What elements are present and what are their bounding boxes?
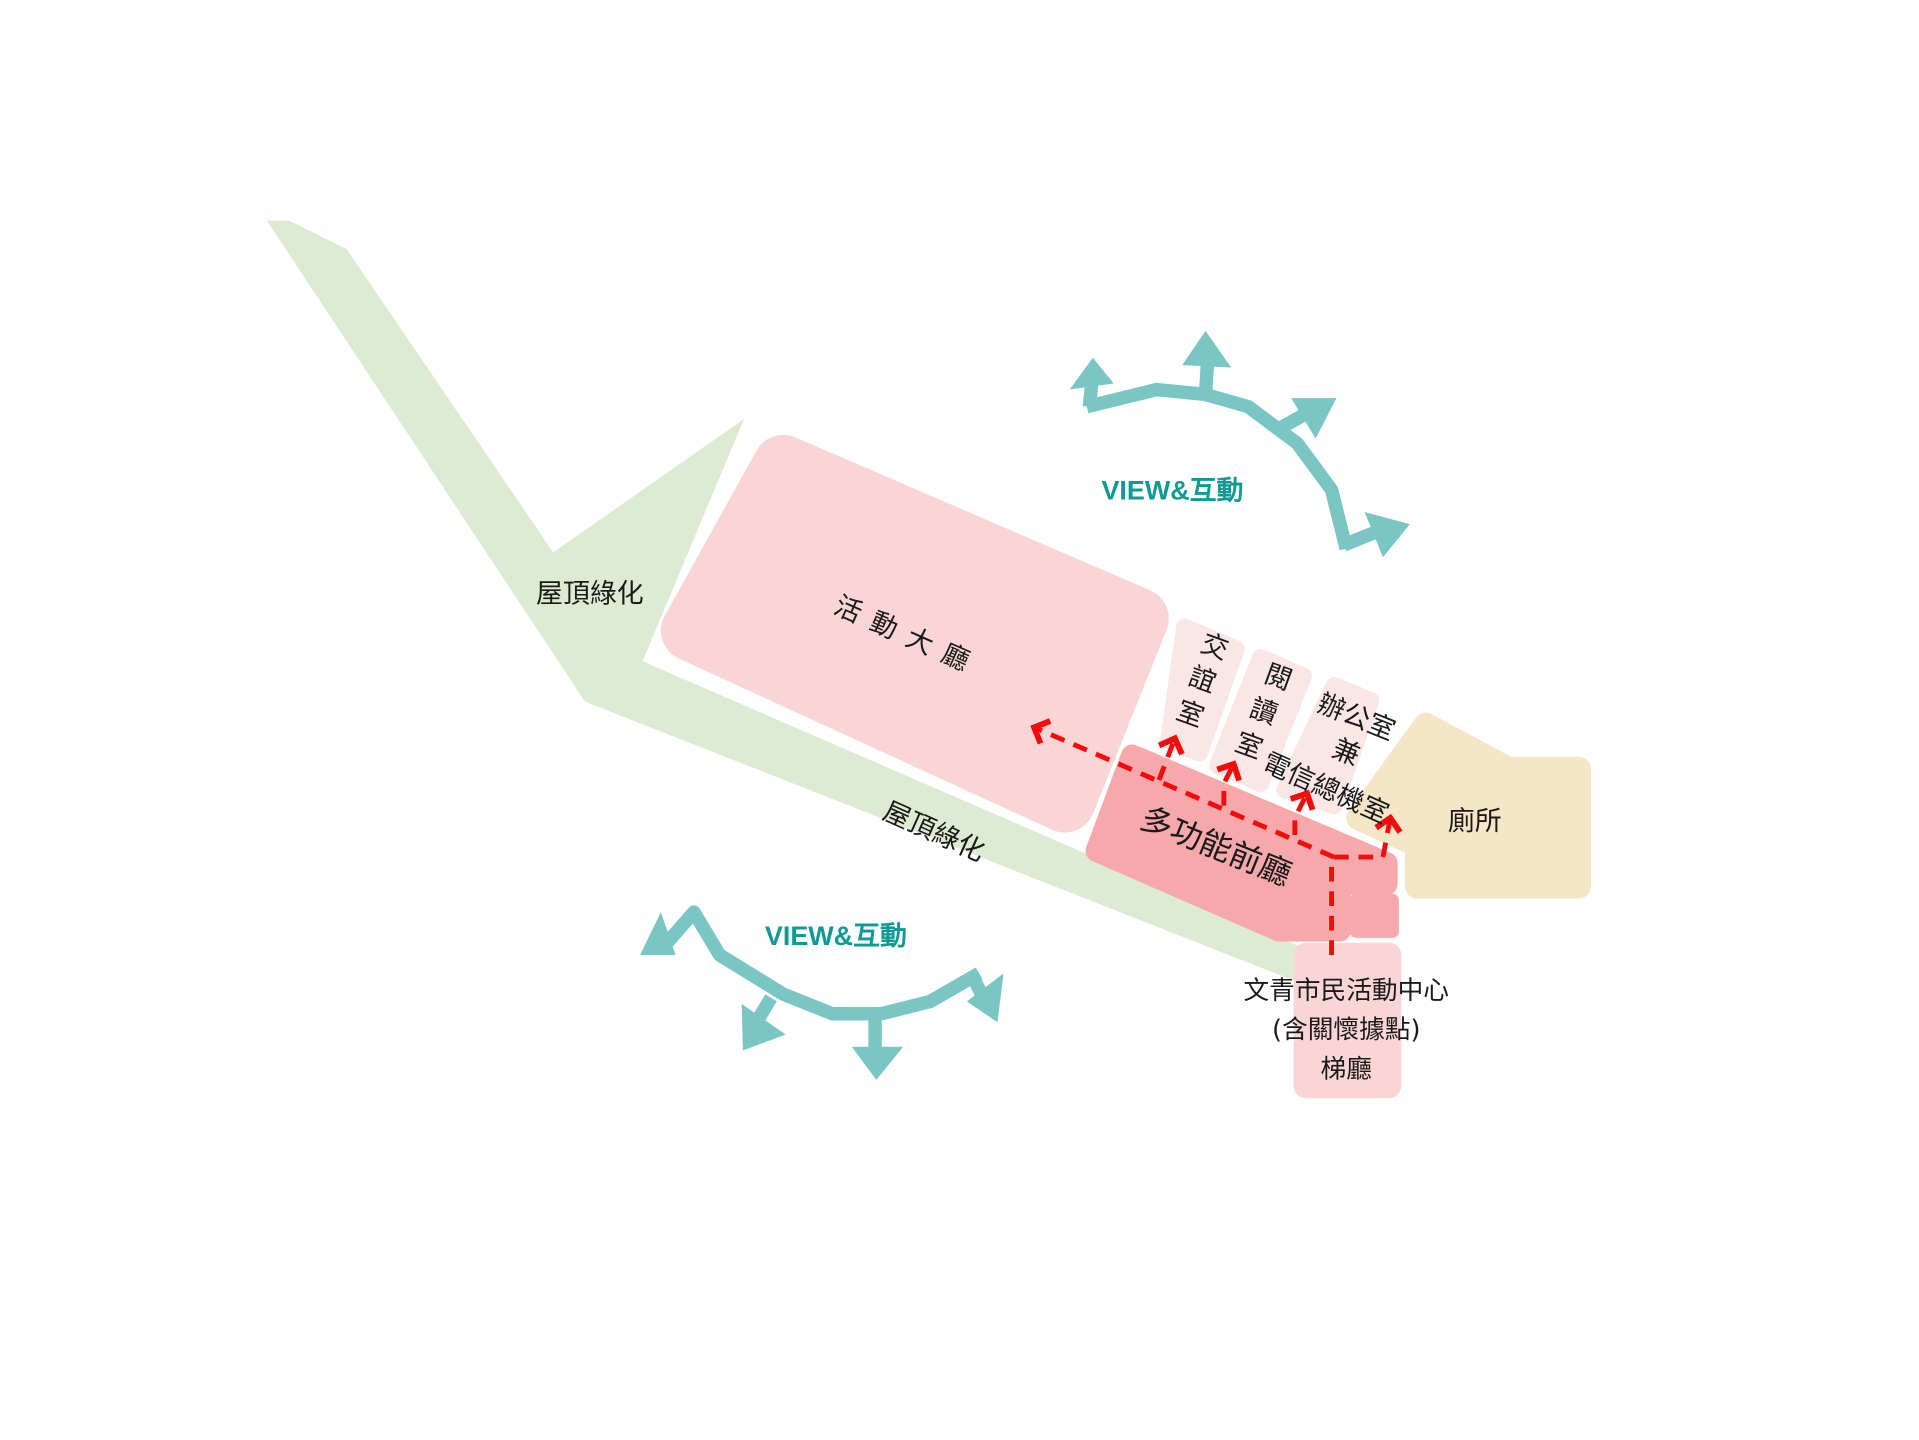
circulation-path bbox=[1030, 718, 1403, 955]
foyer-area bbox=[1085, 744, 1398, 942]
center-name-label: 文青市民活動中心 bbox=[1243, 976, 1449, 1006]
roof-greening-label-1: 屋頂綠化 bbox=[536, 579, 644, 610]
activity-hall-area bbox=[660, 434, 1169, 833]
toilet-label: 廁所 bbox=[1448, 806, 1502, 837]
view-interaction-label-bottom: VIEW&互動 bbox=[765, 921, 907, 951]
view-interaction-label-top: VIEW&互動 bbox=[1101, 476, 1243, 506]
view-arrow-top bbox=[1082, 354, 1386, 552]
view-arrowheads-bottom bbox=[640, 912, 1004, 1080]
roof-greening-area bbox=[266, 220, 1298, 982]
toilet-area bbox=[1346, 712, 1592, 899]
foyer-annex-area bbox=[1349, 893, 1399, 938]
elevator-hall-area bbox=[1293, 942, 1402, 1099]
social-room-area bbox=[1160, 618, 1245, 762]
office-room-area bbox=[1276, 677, 1380, 815]
reading-room-area bbox=[1209, 649, 1312, 793]
view-arrowheads-top bbox=[1069, 330, 1410, 558]
elevator-hall-label: 梯廳 bbox=[1321, 1054, 1372, 1084]
center-sub-label: (含關懷據點) bbox=[1272, 1015, 1420, 1045]
